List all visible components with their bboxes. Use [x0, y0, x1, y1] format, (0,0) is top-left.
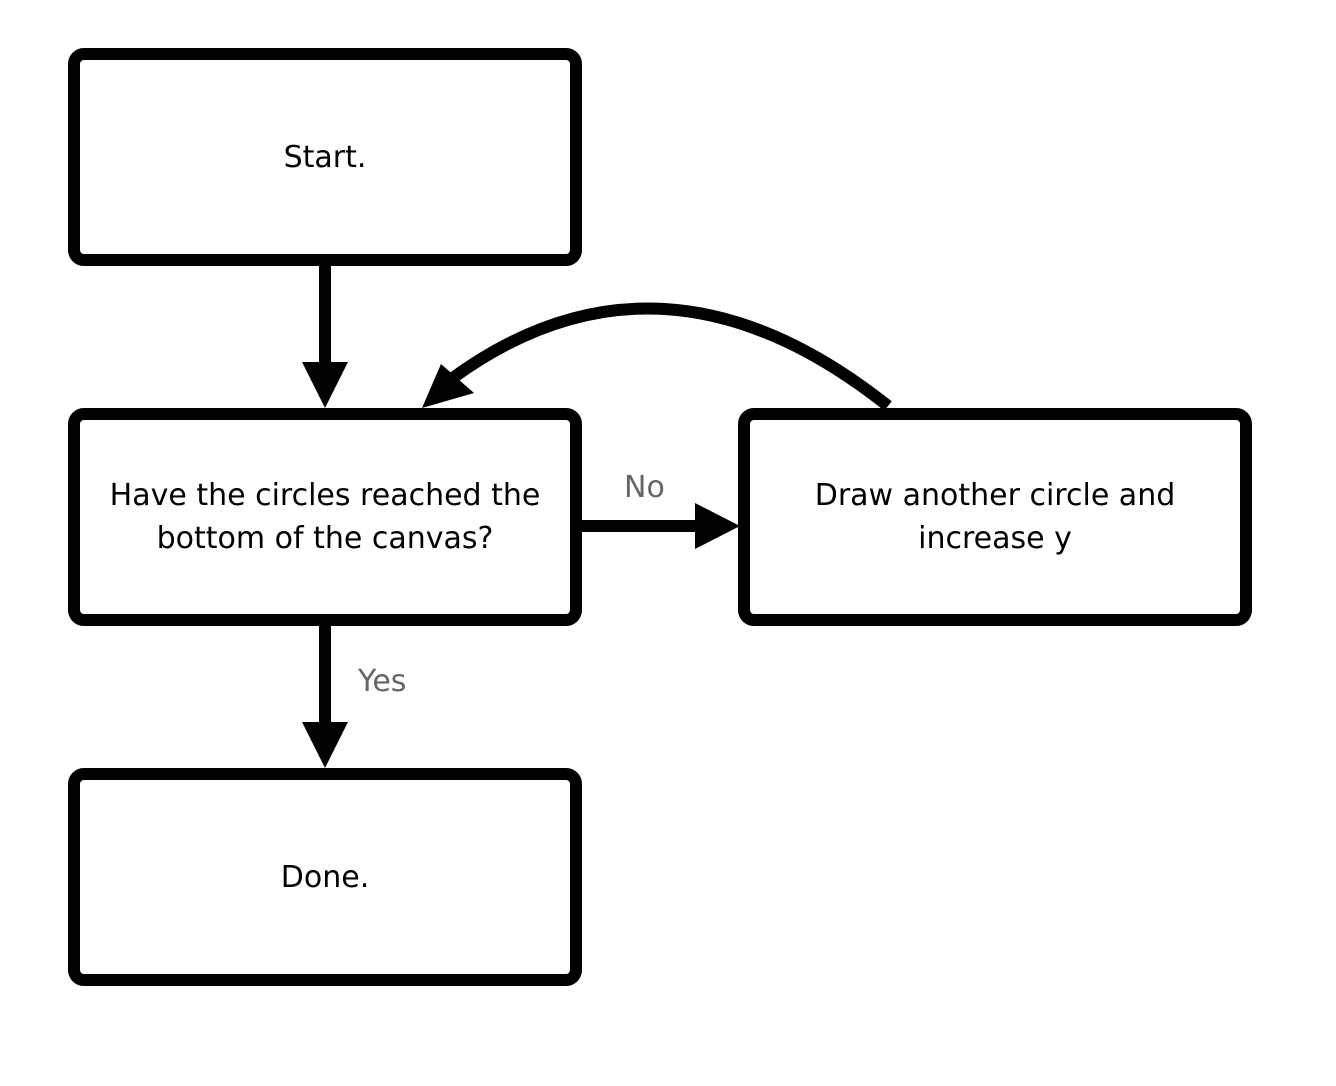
- decision-node: Have the circles reached the bottom of t…: [68, 408, 582, 626]
- done-node: Done.: [68, 768, 582, 986]
- edge-draw-to-check-arrowhead: [422, 364, 474, 408]
- edge-check-to-draw-arrowhead: [695, 503, 740, 549]
- draw-circle-node-text: Draw another circle and increase y: [814, 478, 1176, 556]
- edge-draw-to-check: [422, 302, 892, 411]
- edge-check-to-draw: [580, 503, 740, 549]
- edge-label-yes: Yes: [358, 664, 407, 699]
- draw-circle-node: Draw another circle and increase y: [738, 408, 1252, 626]
- edge-check-to-done: [302, 624, 348, 768]
- start-node-text: Start.: [283, 139, 367, 175]
- done-node-text: Done.: [280, 859, 370, 895]
- edge-draw-to-check-curve: [446, 302, 892, 411]
- edge-start-to-check-arrowhead: [302, 362, 348, 408]
- edge-start-to-check: [302, 264, 348, 408]
- edge-check-to-done-arrowhead: [302, 722, 348, 768]
- start-node: Start.: [68, 48, 582, 266]
- decision-node-text: Have the circles reached the bottom of t…: [109, 478, 541, 556]
- edge-label-no: No: [624, 470, 665, 505]
